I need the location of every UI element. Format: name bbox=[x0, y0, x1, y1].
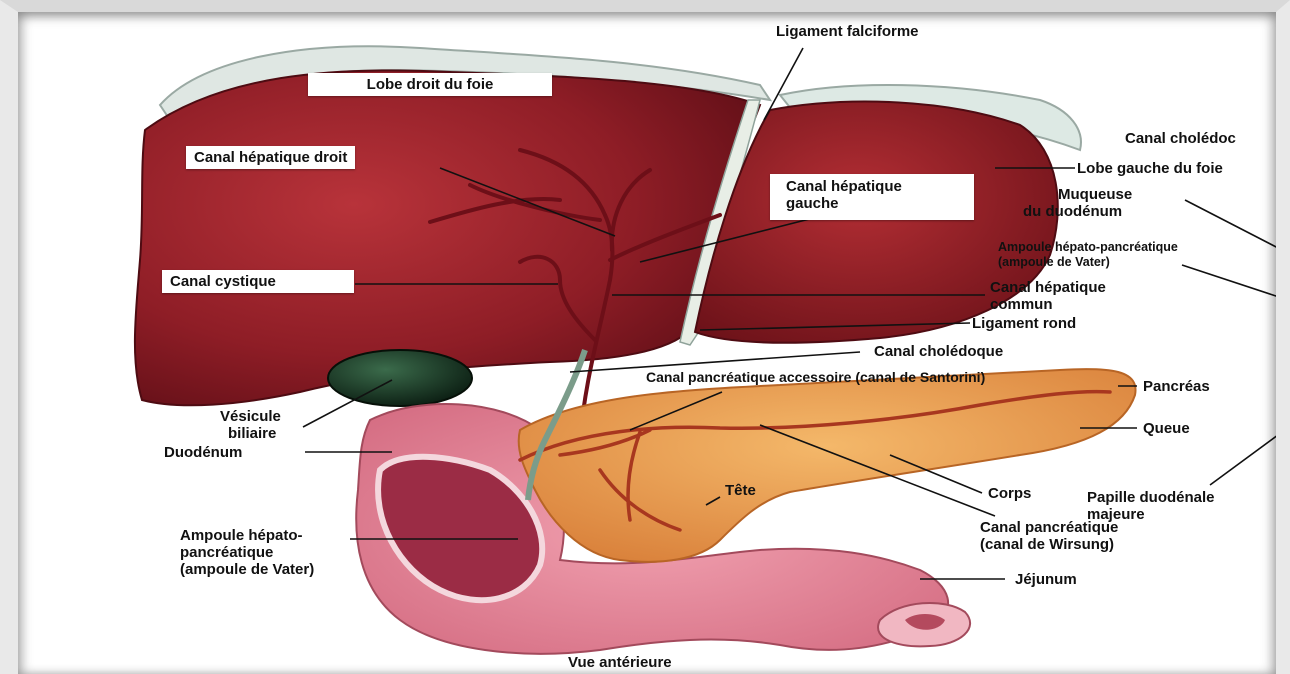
label-canal-wirsung-line1: Canal pancréatique bbox=[980, 519, 1118, 536]
label-canal-choledoque-top: Canal cholédoc bbox=[1125, 130, 1236, 147]
label-ampoule-left-line1: Ampoule hépato- bbox=[180, 527, 303, 544]
label-ligament-rond: Ligament rond bbox=[972, 315, 1076, 332]
label-pancreas: Pancréas bbox=[1143, 378, 1210, 395]
label-canal-hepatique-gauche-line1: Canal hépatique bbox=[786, 178, 902, 195]
label-muqueuse-line2: du duodénum bbox=[1023, 203, 1122, 220]
label-duodenum: Duodénum bbox=[164, 444, 242, 461]
label-canal-choledoque: Canal cholédoque bbox=[874, 343, 1003, 360]
label-ampoule-left-line2: pancréatique bbox=[180, 544, 273, 561]
label-canal-hepatique-commun-line2: commun bbox=[990, 296, 1053, 313]
label-canal-hepatique-commun-line1: Canal hépatique bbox=[990, 279, 1106, 296]
gallbladder bbox=[328, 350, 472, 406]
label-queue: Queue bbox=[1143, 420, 1190, 437]
label-canal-hepatique-gauche: Canal hépatique gauche bbox=[770, 174, 974, 220]
label-corps: Corps bbox=[988, 485, 1031, 502]
label-vesicule-line1: Vésicule bbox=[220, 408, 281, 425]
label-vue-anterieure: Vue antérieure bbox=[568, 654, 672, 671]
label-jejunum: Jéjunum bbox=[1015, 571, 1077, 588]
label-canal-santorini: Canal pancréatique accessoire (canal de … bbox=[646, 370, 985, 384]
label-canal-hepatique-gauche-line2: gauche bbox=[786, 195, 839, 212]
label-vesicule-line2: biliaire bbox=[228, 425, 276, 442]
label-tete: Tête bbox=[725, 482, 756, 499]
label-canal-cystique: Canal cystique bbox=[162, 270, 354, 293]
label-ampoule-left-line3: (ampoule de Vater) bbox=[180, 561, 314, 578]
label-ampoule-right-line1: Ampoule hépato-pancréatique bbox=[998, 240, 1178, 254]
label-papille-line1: Papille duodénale bbox=[1087, 489, 1215, 506]
label-lobe-droit: Lobe droit du foie bbox=[308, 73, 552, 96]
label-canal-hepatique-droit: Canal hépatique droit bbox=[186, 146, 355, 169]
label-lobe-gauche: Lobe gauche du foie bbox=[1077, 160, 1223, 177]
label-muqueuse-line1: Muqueuse bbox=[1058, 186, 1132, 203]
label-canal-wirsung-line2: (canal de Wirsung) bbox=[980, 536, 1114, 553]
label-ampoule-right-line2: (ampoule de Vater) bbox=[998, 255, 1110, 269]
label-ligament-falciforme: Ligament falciforme bbox=[776, 23, 919, 40]
